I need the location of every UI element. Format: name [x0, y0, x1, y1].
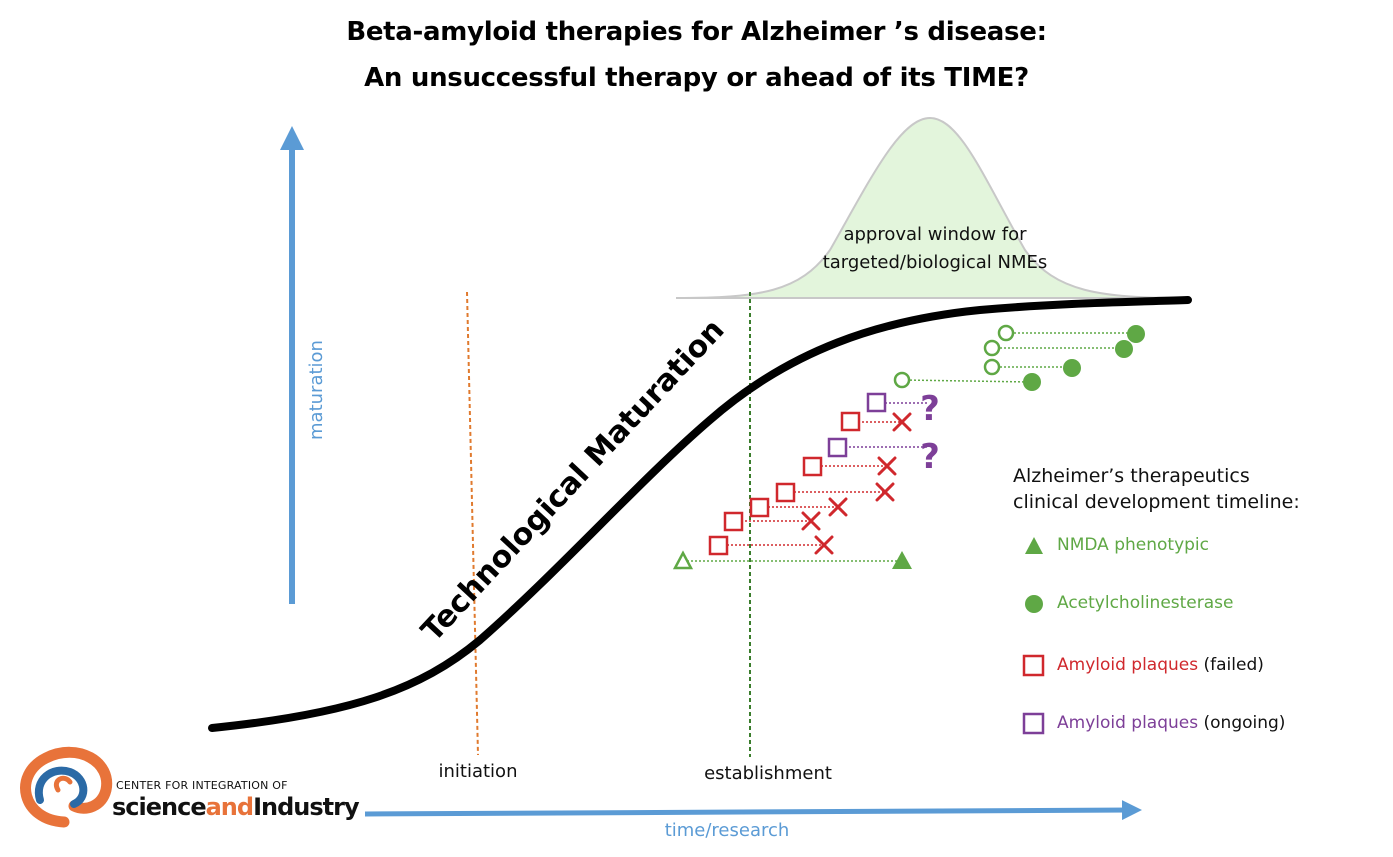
logo-swirl-icon	[20, 746, 113, 828]
logo-wordmark: scienceandIndustry	[112, 793, 360, 821]
initiation-label: initiation	[439, 761, 518, 782]
approval-window-bell	[675, 116, 1187, 299]
amyloid-failed-x-marks	[801, 412, 912, 555]
time-axis-label: time/research	[665, 820, 790, 841]
legend-title-line-2: clinical development timeline:	[1013, 491, 1300, 513]
amyloid-failed-squares	[708, 411, 861, 556]
approval-window-line-1: approval window for	[843, 224, 1027, 245]
time-axis-arrow	[364, 800, 1142, 821]
legend-item-label: Acetylcholinesterase	[1057, 593, 1234, 613]
legend-title-line-1: Alzheimer’s therapeutics	[1013, 465, 1250, 487]
maturation-axis-label: maturation	[306, 340, 327, 440]
establishment-label: establishment	[704, 763, 832, 784]
legend-amyloid-ongoing-icon	[1022, 712, 1045, 735]
logo-word-and: and	[205, 793, 254, 821]
logo-word-industry: Industry	[253, 793, 360, 821]
legend-item-label: NMDA phenotypic	[1057, 535, 1209, 555]
title-line-1: Beta-amyloid therapies for Alzheimer ’s …	[346, 17, 1047, 47]
legend-acetylcholinesterase-icon	[1025, 595, 1043, 613]
legend-item-label: Amyloid plaques	[1057, 655, 1199, 675]
legend-item-label: Amyloid plaques	[1057, 713, 1199, 733]
timeline-connectors	[683, 332, 1136, 562]
nmda-end-triangle-filled	[892, 551, 912, 569]
legend-item-suffix: (ongoing)	[1198, 713, 1286, 733]
legend-title: Alzheimer’s therapeutics clinical develo…	[1013, 463, 1300, 515]
legend-item-suffix: (failed)	[1198, 655, 1264, 675]
amyloid-ongoing-squares	[827, 392, 887, 458]
maturation-s-curve	[208, 296, 1192, 732]
legend-amyloid-failed-icon	[1022, 654, 1045, 677]
legend-item-amyloid-failed: Amyloid plaques (failed)	[1057, 655, 1264, 675]
legend-item-acetylcholinesterase: Acetylcholinesterase	[1057, 593, 1234, 613]
legend-item-nmda: NMDA phenotypic	[1057, 535, 1209, 555]
title-line-2: An unsuccessful therapy or ahead of its …	[364, 63, 1029, 93]
approval-window-line-2: targeted/biological NMEs	[823, 252, 1048, 273]
logo-word-science: science	[112, 793, 207, 821]
ongoing-question-mark-1: ?	[920, 389, 940, 429]
legend-item-amyloid-ongoing: Amyloid plaques (ongoing)	[1057, 713, 1285, 733]
logo-center-text: CENTER FOR INTEGRATION OF	[116, 779, 288, 792]
curve-label: Technological Maturation	[415, 313, 732, 649]
initiation-line	[466, 291, 479, 756]
acetylcholinesterase-markers	[893, 324, 1145, 391]
legend-nmda-icon	[1025, 537, 1043, 554]
ongoing-question-mark-2: ?	[920, 437, 940, 477]
nmda-start-triangle-open	[672, 550, 694, 570]
